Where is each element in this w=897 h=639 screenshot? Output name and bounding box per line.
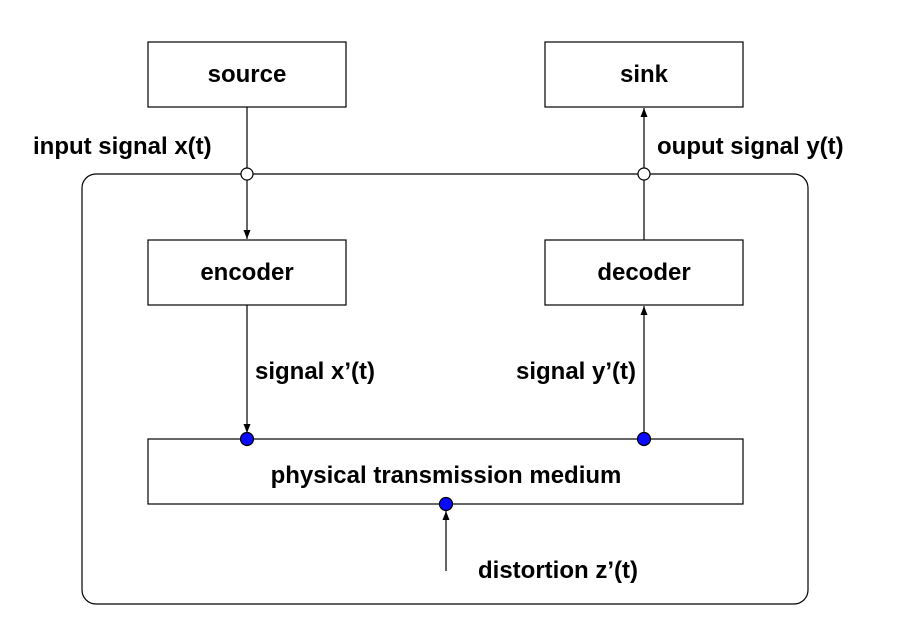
encoder-block bbox=[147, 239, 347, 306]
input-port bbox=[240, 167, 254, 181]
source-label: source bbox=[208, 61, 287, 88]
input-signal-label: input signal x(t) bbox=[33, 133, 212, 160]
medium-block bbox=[147, 438, 744, 505]
medium-input-port bbox=[239, 431, 255, 447]
distortion-label: distortion z’(t) bbox=[478, 557, 638, 584]
system-boundary bbox=[81, 173, 809, 605]
encoded-signal-label: signal x’(t) bbox=[255, 358, 375, 385]
distortion-port bbox=[438, 496, 454, 512]
received-signal-label: signal y’(t) bbox=[516, 358, 636, 385]
sink-label: sink bbox=[620, 61, 669, 88]
source-block bbox=[147, 41, 347, 108]
output-signal-label: ouput signal y(t) bbox=[657, 133, 844, 160]
decoder-block bbox=[544, 239, 744, 306]
decoder-label: decoder bbox=[597, 259, 690, 286]
medium-label: physical transmission medium bbox=[271, 462, 622, 489]
sink-block bbox=[544, 41, 744, 108]
encoder-label: encoder bbox=[200, 259, 293, 286]
medium-output-port bbox=[636, 431, 652, 447]
output-port bbox=[637, 167, 651, 181]
